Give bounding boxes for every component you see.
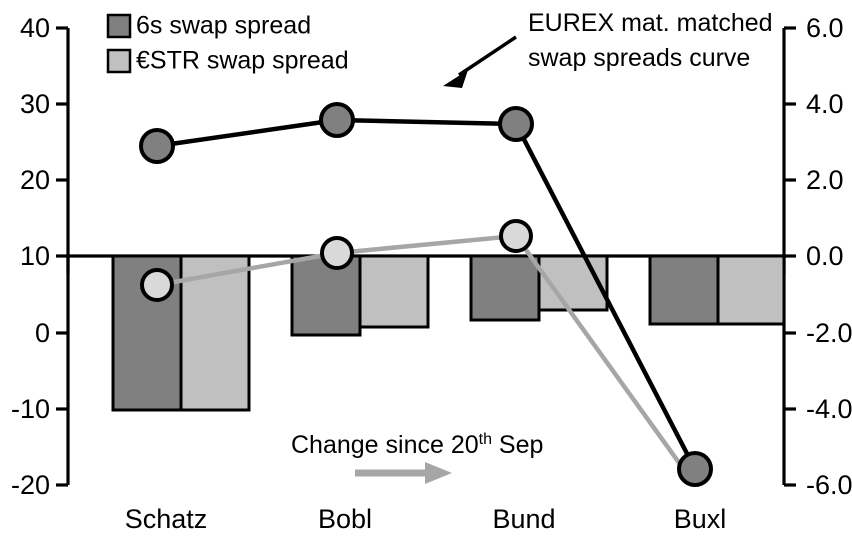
annotation-change-after: Sep xyxy=(492,431,543,459)
cat-label-bobl: Bobl xyxy=(318,504,372,534)
left-axis-label-3: 10 xyxy=(20,241,50,271)
annotation-eurex-line2: swap spreads curve xyxy=(528,44,750,72)
black-marker-bobl[interactable] xyxy=(319,102,355,138)
left-axis-label-1: 30 xyxy=(20,89,50,119)
left-axis-label-2: 20 xyxy=(20,165,50,195)
bar-6s-buxl[interactable] xyxy=(648,254,720,326)
right-axis-label-1: 4.0 xyxy=(806,89,844,119)
right-axis-label-6: -6.0 xyxy=(806,470,852,500)
annotation-change-arrow-head xyxy=(425,462,452,484)
line-series-gray-prior xyxy=(140,219,697,487)
left-axis: 40 30 20 10 0 -10 -20 xyxy=(11,13,70,500)
black-marker-buxl[interactable] xyxy=(677,451,713,487)
legend-swatch-6s xyxy=(106,13,132,39)
bar-6s-bobl[interactable] xyxy=(290,254,362,337)
annotation-eurex-arrow-head xyxy=(443,70,468,88)
gray-marker-bund[interactable] xyxy=(499,219,533,253)
line-series-eurex-curve xyxy=(139,102,713,487)
cat-label-bund: Bund xyxy=(492,504,555,534)
legend-label-estr: €STR swap spread xyxy=(136,47,349,75)
gray-line-path xyxy=(156,233,697,487)
right-axis-label-4: -2.0 xyxy=(806,318,852,348)
left-axis-label-6: -20 xyxy=(11,470,50,500)
annotation-change-text: Change since 20th Sep xyxy=(291,431,543,459)
x-axis-category-labels: Schatz Bobl Bund Buxl xyxy=(125,504,727,534)
bar-series-estr-swap-spread xyxy=(179,254,786,412)
bar-6s-bund[interactable] xyxy=(469,254,541,322)
black-marker-schatz[interactable] xyxy=(139,128,175,164)
right-axis-label-0: 6.0 xyxy=(806,13,844,43)
annotation-eurex-arrow-shaft xyxy=(458,35,517,77)
bar-estr-schatz[interactable] xyxy=(179,254,251,412)
bar-estr-buxl[interactable] xyxy=(716,254,786,326)
annotation-eurex-line1: EUREX mat. matched xyxy=(528,9,773,37)
gray-marker-bobl[interactable] xyxy=(320,236,354,270)
annotation-change-superscript: th xyxy=(479,431,492,448)
cat-label-schatz: Schatz xyxy=(125,504,208,534)
right-axis-label-2: 2.0 xyxy=(806,165,844,195)
left-axis-label-5: -10 xyxy=(11,394,50,424)
gray-marker-schatz[interactable] xyxy=(140,268,174,302)
bar-estr-bobl[interactable] xyxy=(358,254,430,329)
right-axis: 6.0 4.0 2.0 0.0 -2.0 -4.0 -6.0 xyxy=(782,13,852,500)
annotation-change-note: Change since 20th Sep xyxy=(291,431,543,484)
left-axis-label-4: 0 xyxy=(35,318,50,348)
right-axis-label-3: 0.0 xyxy=(806,241,844,271)
right-axis-label-5: -4.0 xyxy=(806,394,852,424)
cat-label-buxl: Buxl xyxy=(674,504,727,534)
left-axis-label-0: 40 xyxy=(20,13,50,43)
black-marker-bund[interactable] xyxy=(498,106,534,142)
annotation-change-before: Change since 20 xyxy=(291,431,479,459)
chart-legend: 6s swap spread €STR swap spread xyxy=(106,12,349,75)
legend-label-6s: 6s swap spread xyxy=(136,12,311,40)
black-line-path xyxy=(156,117,697,471)
legend-swatch-estr xyxy=(106,48,132,74)
annotation-eurex-callout: EUREX mat. matched swap spreads curve xyxy=(443,9,773,88)
